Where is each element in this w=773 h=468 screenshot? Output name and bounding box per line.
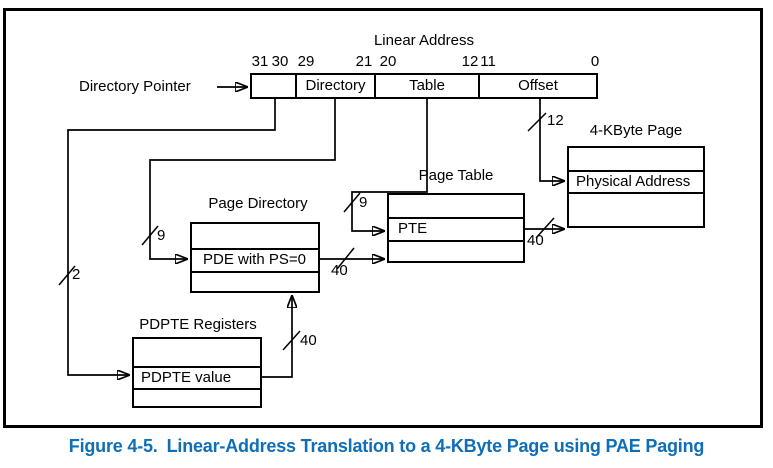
bus-slash-2	[58, 265, 76, 286]
figure-caption-title: Linear-Address Translation to a 4-KByte …	[166, 436, 705, 456]
physical-address-entry: Physical Address	[569, 170, 703, 194]
table-index-wire	[351, 99, 428, 231]
bus-slash-pte-40	[535, 217, 555, 239]
linear-address-title: Linear Address	[373, 32, 475, 49]
bus-slash-offset-12	[527, 112, 547, 132]
pdpte-empty-row-bottom	[134, 390, 260, 406]
page-directory-title: Page Directory	[208, 195, 308, 212]
directory-index-wire	[149, 99, 336, 259]
bus-width-directory-9: 9	[157, 227, 166, 244]
bit-label-31: 31	[251, 53, 269, 70]
bus-width-pte-40: 40	[527, 232, 544, 249]
bus-width-pdpte-40: 40	[300, 332, 317, 349]
pdpte-registers-title: PDPTE Registers	[139, 316, 257, 333]
figure-caption-number: Figure 4-5.	[68, 436, 158, 456]
offset-wire	[539, 99, 564, 181]
bit-label-20: 20	[379, 53, 397, 70]
bit-label-0: 0	[590, 53, 600, 70]
kbyte-page-box: Physical Address	[567, 146, 705, 228]
directory-pointer-bits-wire	[67, 99, 276, 375]
page-table-empty-row-top	[389, 195, 523, 217]
directory-pointer-label: Directory Pointer	[79, 78, 191, 95]
page-table-box: PTE	[387, 193, 525, 263]
pdpte-empty-row-top	[134, 339, 260, 366]
segment-table: Table	[374, 75, 478, 97]
bit-label-12: 12	[461, 53, 479, 70]
bit-label-21: 21	[355, 53, 373, 70]
page-directory-empty-row-bottom	[192, 273, 318, 291]
bus-width-offset-12: 12	[547, 112, 564, 129]
bit-label-30: 30	[271, 53, 289, 70]
linear-address-box: Directory Table Offset	[250, 73, 598, 99]
pde-entry: PDE with PS=0	[192, 248, 318, 273]
pte-entry: PTE	[389, 217, 523, 242]
kbyte-page-empty-row-bottom	[569, 194, 703, 226]
page-table-empty-row-bottom	[389, 242, 523, 261]
kbyte-page-title: 4-KByte Page	[589, 122, 683, 139]
kbyte-page-empty-row-top	[569, 148, 703, 170]
figure-border	[3, 8, 763, 428]
page-directory-empty-row-top	[192, 224, 318, 248]
figure-caption: Figure 4-5. Linear-Address Translation to…	[0, 436, 773, 457]
bus-slash-directory-9	[141, 225, 159, 246]
pdpte-value-entry: PDPTE value	[134, 366, 260, 390]
bit-label-29: 29	[297, 53, 315, 70]
pdpte-registers-box: PDPTE value	[132, 337, 262, 408]
segment-offset: Offset	[478, 75, 596, 97]
pdpte-to-page-directory-wire	[262, 296, 292, 378]
bit-label-11: 11	[480, 53, 496, 70]
bus-slash-pdpte-40	[282, 330, 301, 351]
bus-width-2: 2	[72, 266, 81, 283]
segment-directory-pointer	[252, 75, 295, 97]
bus-slash-table-9	[343, 192, 361, 213]
page-directory-box: PDE with PS=0	[190, 222, 320, 293]
bus-slash-pde-40	[336, 247, 355, 270]
bus-width-table-9: 9	[359, 194, 368, 211]
segment-directory: Directory	[295, 75, 374, 97]
page-table-title: Page Table	[418, 167, 494, 184]
bus-width-pde-40: 40	[331, 262, 348, 279]
